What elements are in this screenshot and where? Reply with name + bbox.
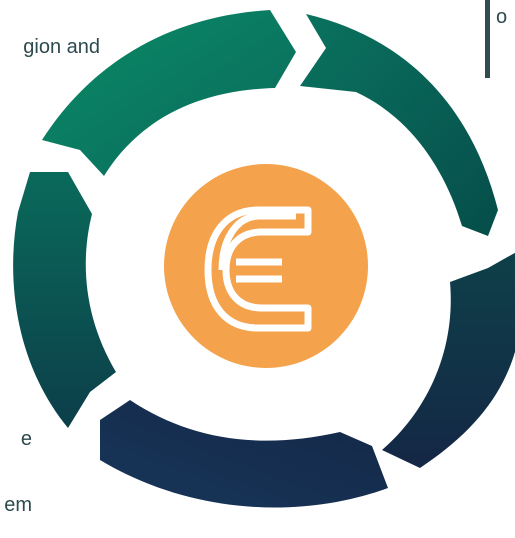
- cropped-caption-top-right: o: [496, 6, 508, 28]
- caption-line: gion and: [23, 36, 100, 58]
- segment-bottom-right: [382, 252, 515, 468]
- cropped-caption-bottom-left: e em: [0, 384, 32, 538]
- segment-left: [13, 172, 117, 428]
- center-circle: [164, 164, 368, 368]
- segment-top: [42, 10, 296, 176]
- caption-line: e: [20, 428, 32, 450]
- cycle-diagram: [13, 10, 515, 508]
- caption-line: em: [4, 494, 32, 516]
- euro-e-logo-icon: [204, 206, 312, 332]
- divider-line: [485, 0, 490, 78]
- segment-top-right: [300, 14, 498, 236]
- segment-bottom: [100, 400, 388, 508]
